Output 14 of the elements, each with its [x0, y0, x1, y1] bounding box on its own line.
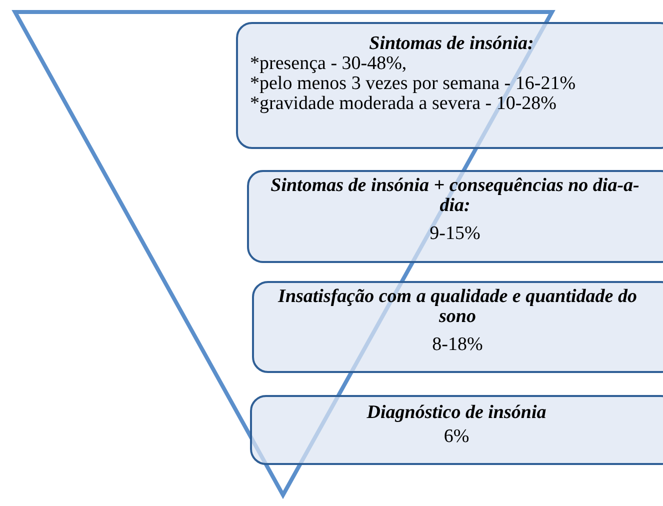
box-heading: Diagnóstico de insónia	[366, 403, 546, 423]
box-heading: Sintomas de insónia + consequências no dia-a-dia:	[270, 176, 640, 216]
list-item: *gravidade moderada a severa - 10-28%	[250, 94, 556, 114]
list-item: *presença - 30-48%,	[250, 54, 407, 74]
info-box	[236, 22, 663, 149]
percentage-text: 6%	[444, 427, 470, 447]
percentage-text: 8-18%	[432, 335, 483, 355]
percentage-text: 9-15%	[430, 224, 480, 244]
info-box	[247, 170, 663, 263]
box-heading: Insatisfação com a qualidade e quantidade do sono	[276, 287, 638, 327]
list-item: *pelo menos 3 vezes por semana - 16-21%	[250, 74, 576, 94]
info-box	[252, 281, 663, 373]
box-heading: Sintomas de insónia:	[369, 34, 534, 54]
info-box	[250, 395, 663, 465]
